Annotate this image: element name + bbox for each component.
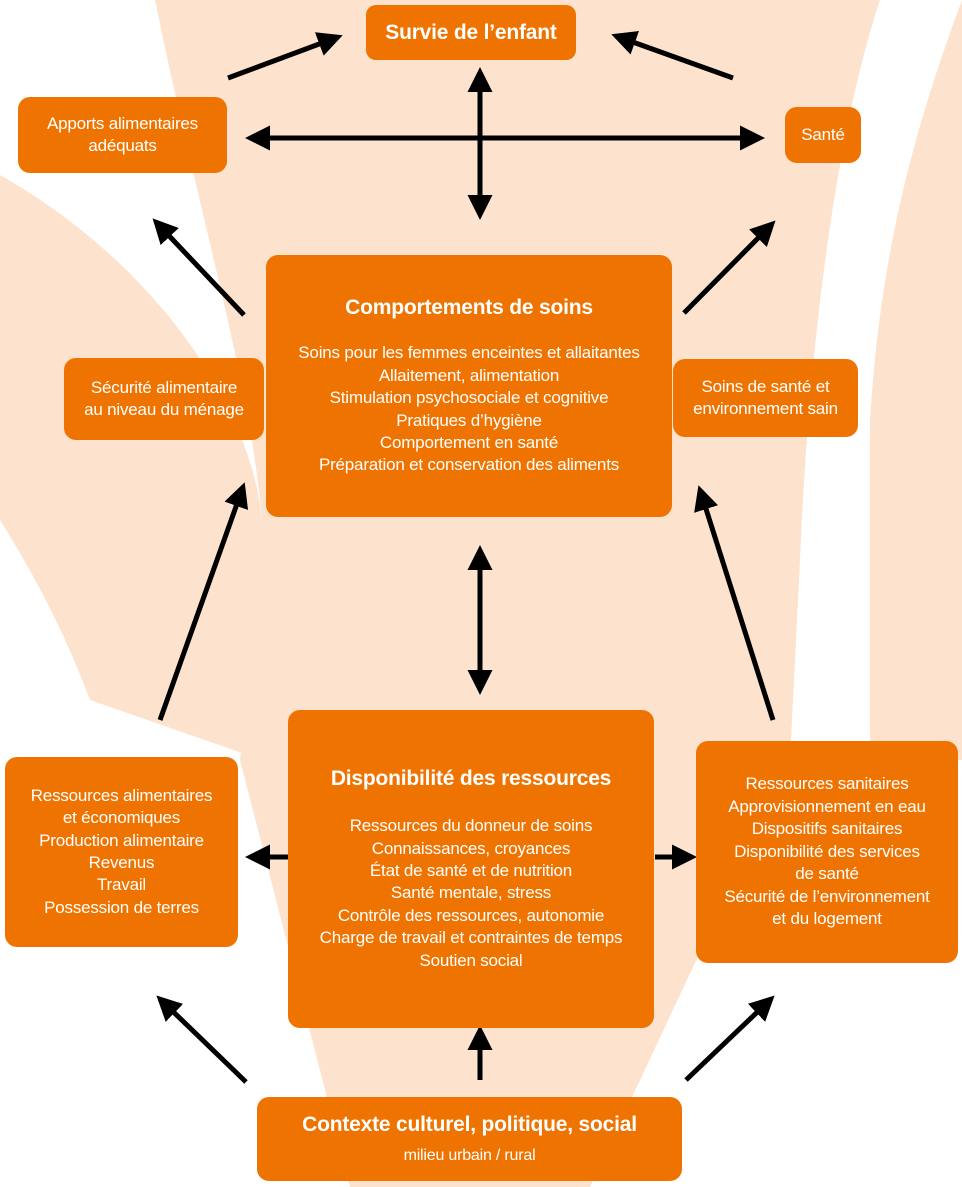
contexte-box: Contexte culturel, politique, social mil… [257, 1097, 682, 1181]
ressources-san-line: et du logement [772, 909, 882, 929]
comportements-item: Comportement en santé [379, 433, 559, 453]
soins-sante-environnement-box: Soins de santé et environnement sain [673, 359, 858, 437]
apports-line: Apports alimentaires [47, 113, 198, 133]
disponibilite-title: Disponibilité des ressources [330, 766, 612, 790]
securite-line: Sécurité alimentaire [90, 377, 238, 397]
arrow-ressalim-to-comportements [157, 482, 249, 721]
survie-enfant-title: Survie de l’enfant [385, 20, 557, 44]
comportements-item: Préparation et conservation des aliments [318, 455, 620, 475]
disponibilite-ressources-box: Disponibilité des ressources Ressources … [288, 710, 654, 1028]
disponibilite-item: Connaissances, croyances [371, 838, 571, 858]
arrow-apports-to-survie [227, 32, 343, 81]
apports-line: adéquats [88, 136, 157, 155]
ressources-alim-line: Production alimentaire [39, 830, 204, 850]
comportements-item: Pratiques d’hygiène [396, 410, 542, 430]
disponibilite-item: Charge de travail et contraintes de temp… [319, 928, 623, 948]
disponibilite-item: Contrôle des ressources, autonomie [337, 905, 605, 925]
ressources-alim-line: Travail [97, 875, 146, 895]
soins-sante-line: environnement sain [693, 399, 838, 418]
comportements-title: Comportements de soins [345, 296, 593, 320]
background-leaf-right [870, 0, 962, 760]
arrow-contexte-to-resssan [684, 995, 775, 1082]
comportements-soins-box: Comportements de soins Soins pour les fe… [266, 255, 672, 517]
ressources-alim-line: Revenus [88, 853, 155, 872]
ressources-san-line: Dispositifs sanitaires [751, 819, 903, 839]
ressources-alimentaires-box: Ressources alimentaires et économiques P… [5, 757, 238, 947]
arrow-contexte-to-ressalim-2 [156, 995, 248, 1084]
ressources-san-line: Sécurité de l’environnement [724, 886, 930, 906]
disponibilite-item: Ressources du donneur de soins [349, 816, 593, 836]
arrow-securite-to-apports [152, 218, 246, 317]
apports-alimentaires-box: Apports alimentaires adéquats [18, 97, 227, 173]
comportements-item: Allaitement, alimentation [378, 365, 560, 385]
ressources-alim-line: Ressources alimentaires [30, 785, 213, 805]
ressources-alim-line: et économiques [62, 808, 181, 828]
ressources-san-line: Ressources sanitaires [745, 774, 909, 794]
survie-enfant-box: Survie de l’enfant [366, 5, 576, 60]
securite-line: au niveau du ménage [84, 400, 244, 419]
contexte-subtitle: milieu urbain / rural [403, 1147, 536, 1165]
arrow-soinssante-to-sante [682, 220, 776, 315]
disponibilite-item: Soutien social [419, 950, 523, 970]
ressources-san-line: Disponibilité des services [734, 841, 920, 861]
arrow-sante-to-survie [611, 30, 734, 81]
ressources-alim-line: Possession de terres [44, 897, 199, 917]
ressources-san-line: Approvisionnement en eau [728, 796, 926, 816]
arrow-resssan-to-comportements [694, 485, 776, 721]
ressources-sanitaires-box: Ressources sanitaires Approvisionnement … [696, 741, 958, 963]
comportements-item: Soins pour les femmes enceintes et allai… [298, 343, 640, 363]
contexte-title: Contexte culturel, politique, social [302, 1112, 637, 1136]
sante-label: Santé [801, 124, 845, 144]
soins-sante-line: Soins de santé et [701, 376, 830, 396]
comportements-item: Stimulation psychosociale et cognitive [329, 388, 609, 408]
disponibilite-item: Santé mentale, stress [390, 883, 552, 903]
ressources-san-line: de santé [795, 864, 859, 884]
disponibilite-item: État de santé et de nutrition [369, 860, 573, 880]
sante-box: Santé [785, 107, 861, 163]
securite-alimentaire-box: Sécurité alimentaire au niveau du ménage [64, 358, 264, 440]
